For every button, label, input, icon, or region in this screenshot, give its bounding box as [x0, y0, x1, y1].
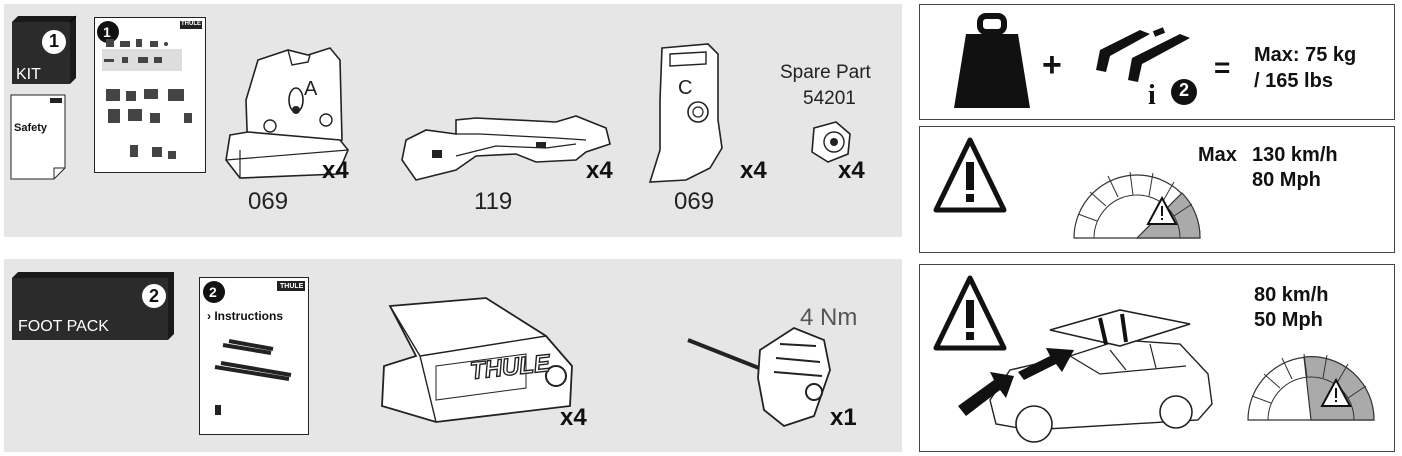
weight-shape — [954, 13, 1030, 108]
kit-badge: 1 KIT — [10, 14, 77, 86]
kit-badge-box — [12, 15, 77, 84]
foot-drawing — [381, 297, 573, 423]
roof-bars-icon: i — [1090, 22, 1200, 112]
tool-qty: x1 — [830, 404, 857, 431]
part-a-bracket: A — [218, 40, 358, 190]
svg-text:A: A — [304, 78, 318, 100]
kit-booklet: 1 THULE — [94, 17, 206, 173]
foot-pack-booklet-brand: THULE — [280, 283, 304, 290]
speedometer-gauge — [1070, 154, 1204, 244]
weight-icon — [952, 13, 1032, 110]
foot-pack-booklet-number: 2 — [209, 284, 217, 300]
bracket-c-drawing: C — [648, 43, 723, 183]
kit-booklet-number: 1 — [103, 24, 111, 40]
foot-qty: x4 — [560, 404, 587, 431]
spare-part-qty: x4 — [838, 157, 865, 184]
equals-sign: = — [1214, 52, 1231, 83]
max-speed-mph: 80 Mph — [1252, 169, 1321, 191]
torque-tool-drawing — [687, 326, 831, 428]
max-load-line1: Max: 75 kg — [1254, 44, 1357, 66]
speedometer-gauge-2 — [1244, 336, 1378, 426]
kit-badge-label: KIT — [16, 66, 41, 83]
part-a-code: 069 — [248, 188, 289, 215]
part-c-code: 069 — [674, 188, 715, 215]
torque-tool — [684, 320, 834, 430]
tool-torque: 4 Nm — [800, 304, 858, 331]
car-with-load — [950, 300, 1220, 450]
max-speed-kmh: 130 km/h — [1252, 144, 1338, 166]
part-119-qty: x4 — [586, 157, 613, 184]
warning-icon-2 — [933, 274, 1007, 352]
kit-badge-number: 1 — [48, 31, 59, 51]
warning-icon — [933, 136, 1007, 214]
roof-bars-shape: i — [1096, 27, 1197, 111]
gauge-2-drawing — [1247, 353, 1375, 421]
foot-pack-booklet: 2 THULE › Instructions — [199, 277, 309, 435]
warning-triangle — [933, 137, 1007, 213]
lock-cylinder-drawing — [811, 121, 851, 163]
safety-label: Safety — [14, 122, 48, 134]
plus-sign: + — [1042, 46, 1062, 84]
svg-text:i: i — [1148, 80, 1156, 111]
foot-pack-badge-number: 2 — [148, 286, 159, 306]
max-load-line2: / 165 lbs — [1254, 70, 1333, 92]
part-c-bracket: C — [640, 40, 740, 190]
part-a-qty: x4 — [322, 157, 349, 184]
max-speed-label: Max — [1198, 144, 1237, 166]
kit-booklet-brand: THULE — [181, 21, 201, 27]
svg-text:C: C — [678, 77, 692, 99]
foot-pack-booklet-label: › Instructions — [207, 309, 284, 323]
info-number: 2 — [1178, 80, 1189, 100]
spare-part-code: 54201 — [803, 88, 856, 109]
car-drawing — [958, 309, 1213, 443]
spare-part-lock — [806, 118, 856, 168]
foot-unit: THULE — [376, 296, 576, 426]
foot-pack-booklet-drawing — [199, 277, 309, 435]
foot-pack-badge: 2 FOOT PACK — [10, 270, 174, 342]
safety-sheet-outline — [10, 94, 66, 180]
spare-part-title: Spare Part — [780, 62, 871, 83]
warning-triangle-2 — [933, 275, 1007, 351]
adapter-drawing — [401, 115, 611, 181]
safety-sheet: Safety — [10, 94, 66, 180]
bracket-a-drawing: A — [225, 47, 349, 179]
gauge-1-drawing — [1073, 171, 1201, 239]
foot-pack-badge-label: FOOT PACK — [18, 318, 109, 335]
part-119-code: 119 — [474, 188, 513, 215]
kit-booklet-drawing — [94, 17, 206, 173]
load-speed-kmh: 80 km/h — [1254, 284, 1329, 306]
load-speed-mph: 50 Mph — [1254, 309, 1323, 331]
part-c-qty: x4 — [740, 157, 767, 184]
foot-pack-badge-box — [12, 272, 174, 340]
part-119-adapter — [396, 100, 616, 190]
